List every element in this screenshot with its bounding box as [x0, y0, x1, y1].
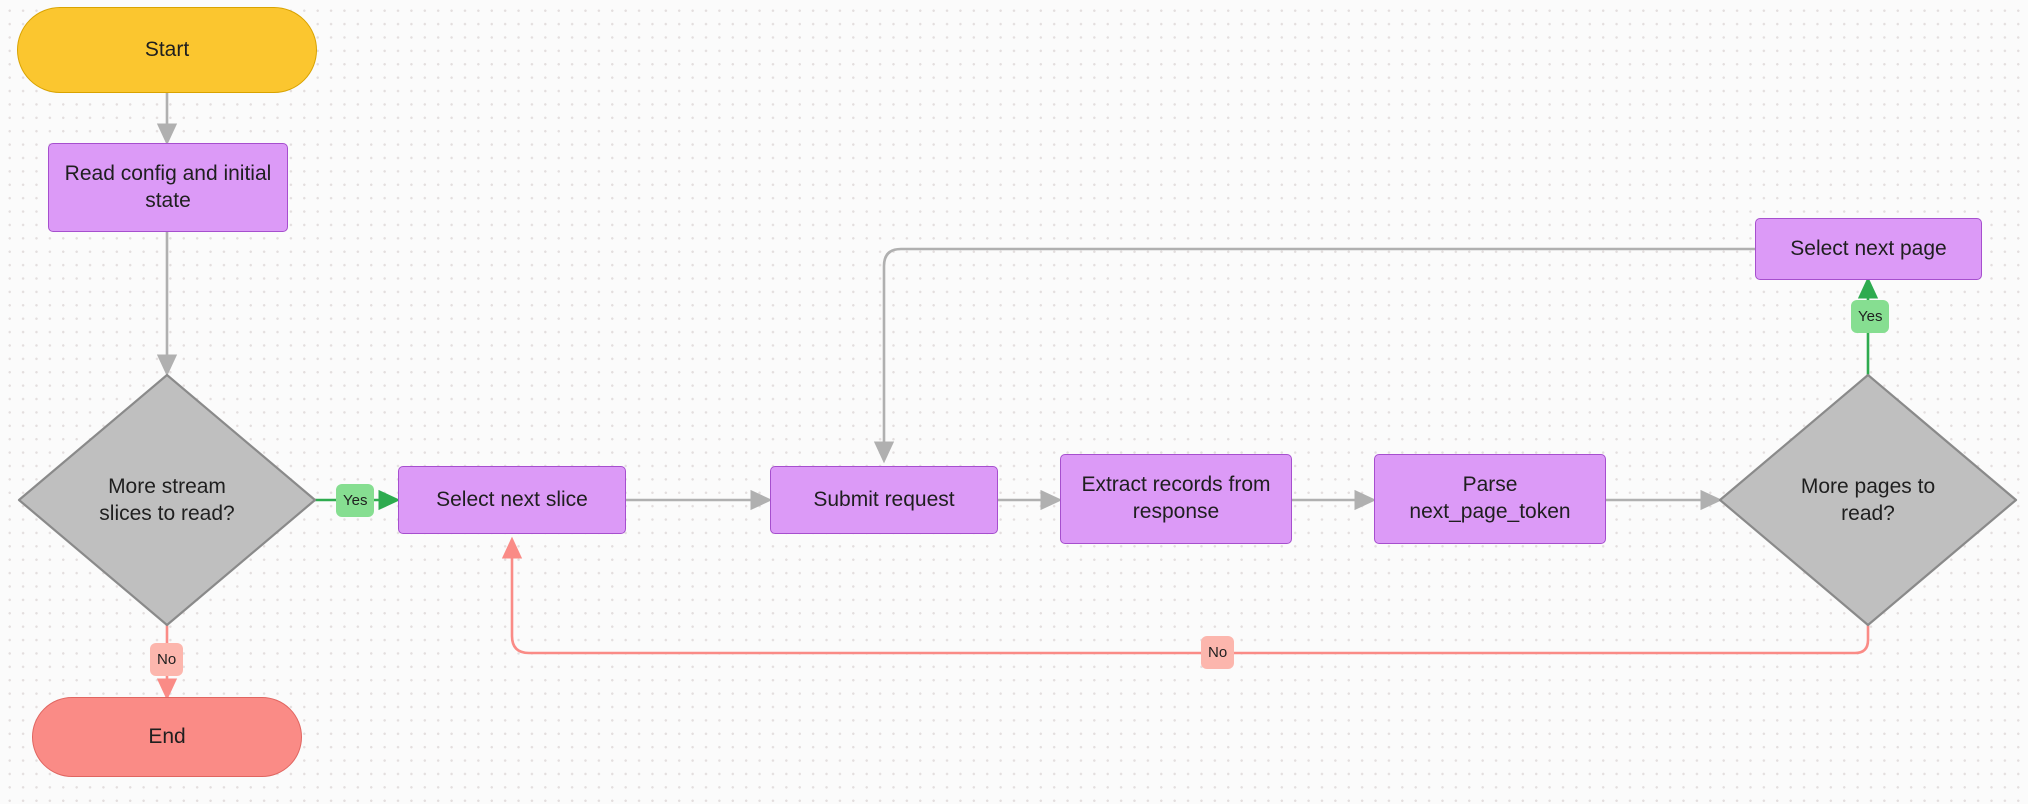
node-extract-records[interactable]: Extract records from response	[1060, 454, 1292, 544]
node-select-next-slice[interactable]: Select next slice	[398, 466, 626, 534]
node-select-next-page[interactable]: Select next page	[1755, 218, 1982, 280]
node-parse-next-page-token-label: Parse next_page_token	[1409, 473, 1571, 523]
edge-label-no-end-text: No	[157, 651, 177, 668]
node-select-next-page-label: Select next page	[1790, 236, 1947, 260]
edge-select-page-to-submit-request	[873, 247, 1755, 464]
node-start[interactable]: Start	[17, 7, 317, 93]
edge-more-pages-no-loop	[501, 536, 1870, 655]
edge-label-no-end: No	[150, 643, 184, 676]
node-more-stream-slices[interactable]: More stream slices to read?	[19, 375, 315, 625]
edge-label-no-loop: No	[1201, 636, 1235, 669]
node-end-label: End	[148, 724, 186, 748]
node-more-pages[interactable]: More pages to read?	[1720, 375, 2016, 625]
node-end[interactable]: End	[32, 697, 302, 777]
node-more-pages-label: More pages to read?	[1800, 474, 1936, 525]
node-read-config[interactable]: Read config and initial state	[48, 143, 288, 232]
node-submit-request[interactable]: Submit request	[770, 466, 998, 534]
node-parse-next-page-token[interactable]: Parse next_page_token	[1374, 454, 1606, 544]
edge-label-yes-more-pages: Yes	[1851, 300, 1890, 333]
node-select-next-slice-label: Select next slice	[436, 487, 588, 511]
edge-label-yes-more-pages-text: Yes	[1858, 308, 1883, 325]
node-start-label: Start	[144, 37, 190, 61]
node-submit-request-label: Submit request	[813, 487, 955, 511]
edge-label-no-loop-text: No	[1208, 644, 1228, 661]
node-more-stream-slices-label: More stream slices to read?	[99, 474, 235, 525]
edge-label-yes-more-slices-text: Yes	[343, 492, 368, 509]
node-read-config-label: Read config and initial state	[64, 161, 272, 212]
node-extract-records-label: Extract records from response	[1081, 473, 1271, 523]
edge-label-yes-more-slices: Yes	[336, 484, 375, 517]
